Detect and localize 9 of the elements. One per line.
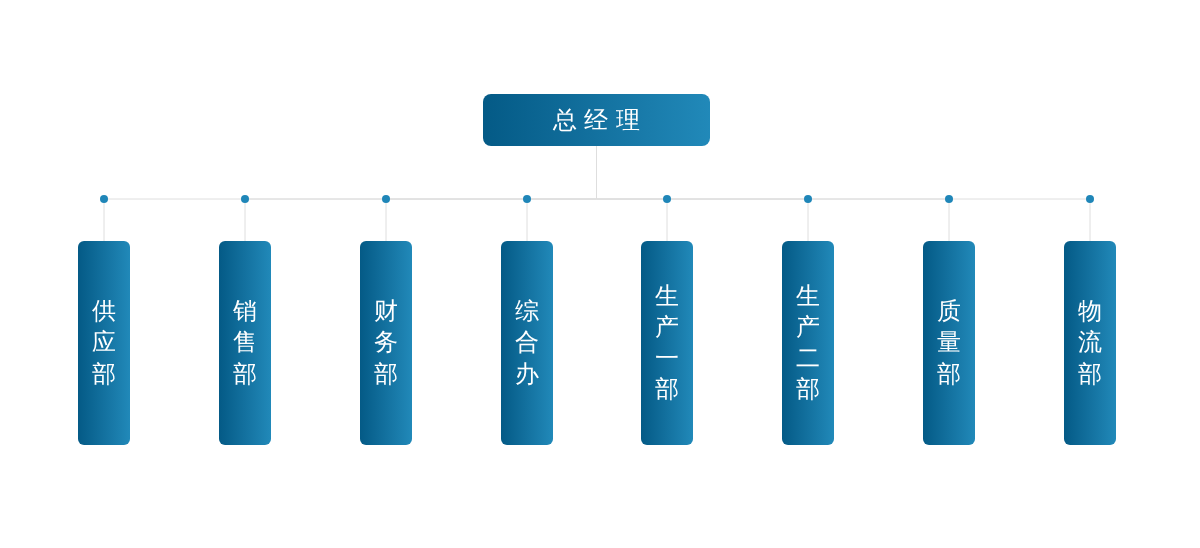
department-box: 供应部 [78,241,130,445]
department-box: 综合办 [501,241,553,445]
department-box: 生产一部 [641,241,693,445]
manager-box: 总经理 [483,94,710,146]
department-box: 财务部 [360,241,412,445]
department-box: 物流部 [1064,241,1116,445]
department-box: 质量部 [923,241,975,445]
department-box: 销售部 [219,241,271,445]
department-box: 生产二部 [782,241,834,445]
